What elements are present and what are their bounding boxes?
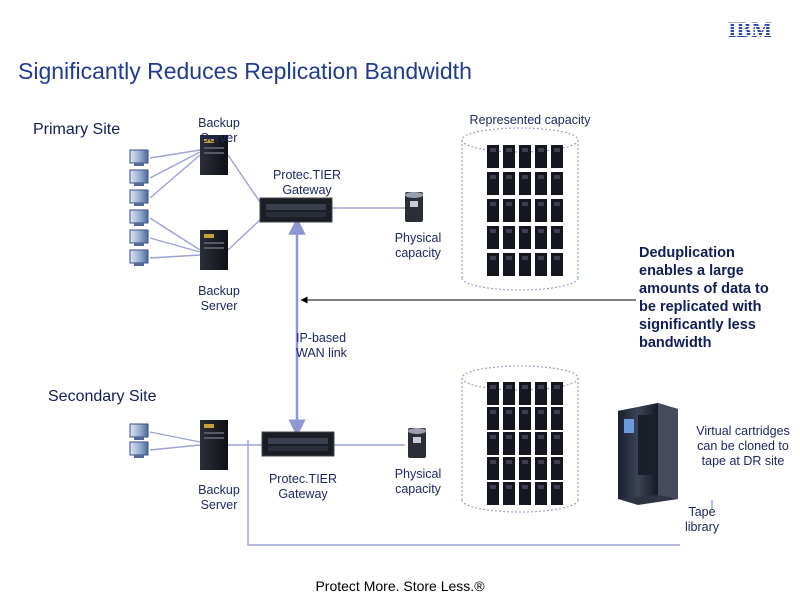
- svg-text:IBM: IBM: [728, 18, 772, 40]
- page-title: Significantly Reduces Replication Bandwi…: [18, 58, 472, 84]
- primary-clients: [129, 149, 149, 266]
- gateway-label-primary: Protec.TIER Gateway: [272, 168, 342, 197]
- physical-capacity-label-1: Physical capacity: [394, 231, 442, 260]
- server-gateway-links: [227, 154, 405, 251]
- gateway-label-secondary: Protec.TIER Gateway: [268, 472, 338, 501]
- virtual-cartridges-label: Virtual cartridges can be cloned to tape…: [696, 424, 790, 468]
- primary-site-label: Primary Site: [33, 121, 121, 138]
- secondary-links: [149, 431, 713, 546]
- dedup-description: Deduplication enables a large amounts of…: [639, 245, 769, 351]
- secondary-clients: [129, 423, 149, 458]
- backup-server-primary-2: [200, 230, 228, 270]
- represented-capacity-label: Represented capacity: [469, 113, 591, 127]
- physical-capacity-secondary: [408, 428, 426, 458]
- physical-capacity-primary: [405, 192, 423, 222]
- gateway-primary: [259, 197, 333, 223]
- backup-server-secondary: [200, 420, 228, 470]
- backup-server-primary-1: [200, 135, 228, 175]
- gateway-secondary: [261, 431, 335, 457]
- backup-server-label-3: Backup Server: [198, 483, 240, 512]
- backup-server-label-1: Backup Server: [198, 116, 240, 145]
- footer-slogan: Protect More. Store Less.®: [315, 578, 485, 594]
- physical-capacity-label-2: Physical capacity: [394, 467, 442, 496]
- backup-server-label-2: Backup Server: [198, 284, 240, 313]
- cartridge-grid-primary: [487, 145, 563, 276]
- cartridge-grid-secondary: [487, 382, 563, 505]
- tape-library: [618, 403, 678, 505]
- secondary-site-label: Secondary Site: [48, 388, 157, 405]
- wan-link-label: IP-based WAN link: [296, 331, 347, 360]
- tape-library-label: Tape library: [684, 505, 720, 534]
- primary-client-links: [149, 149, 201, 259]
- ibm-logo: IBM: [728, 18, 772, 40]
